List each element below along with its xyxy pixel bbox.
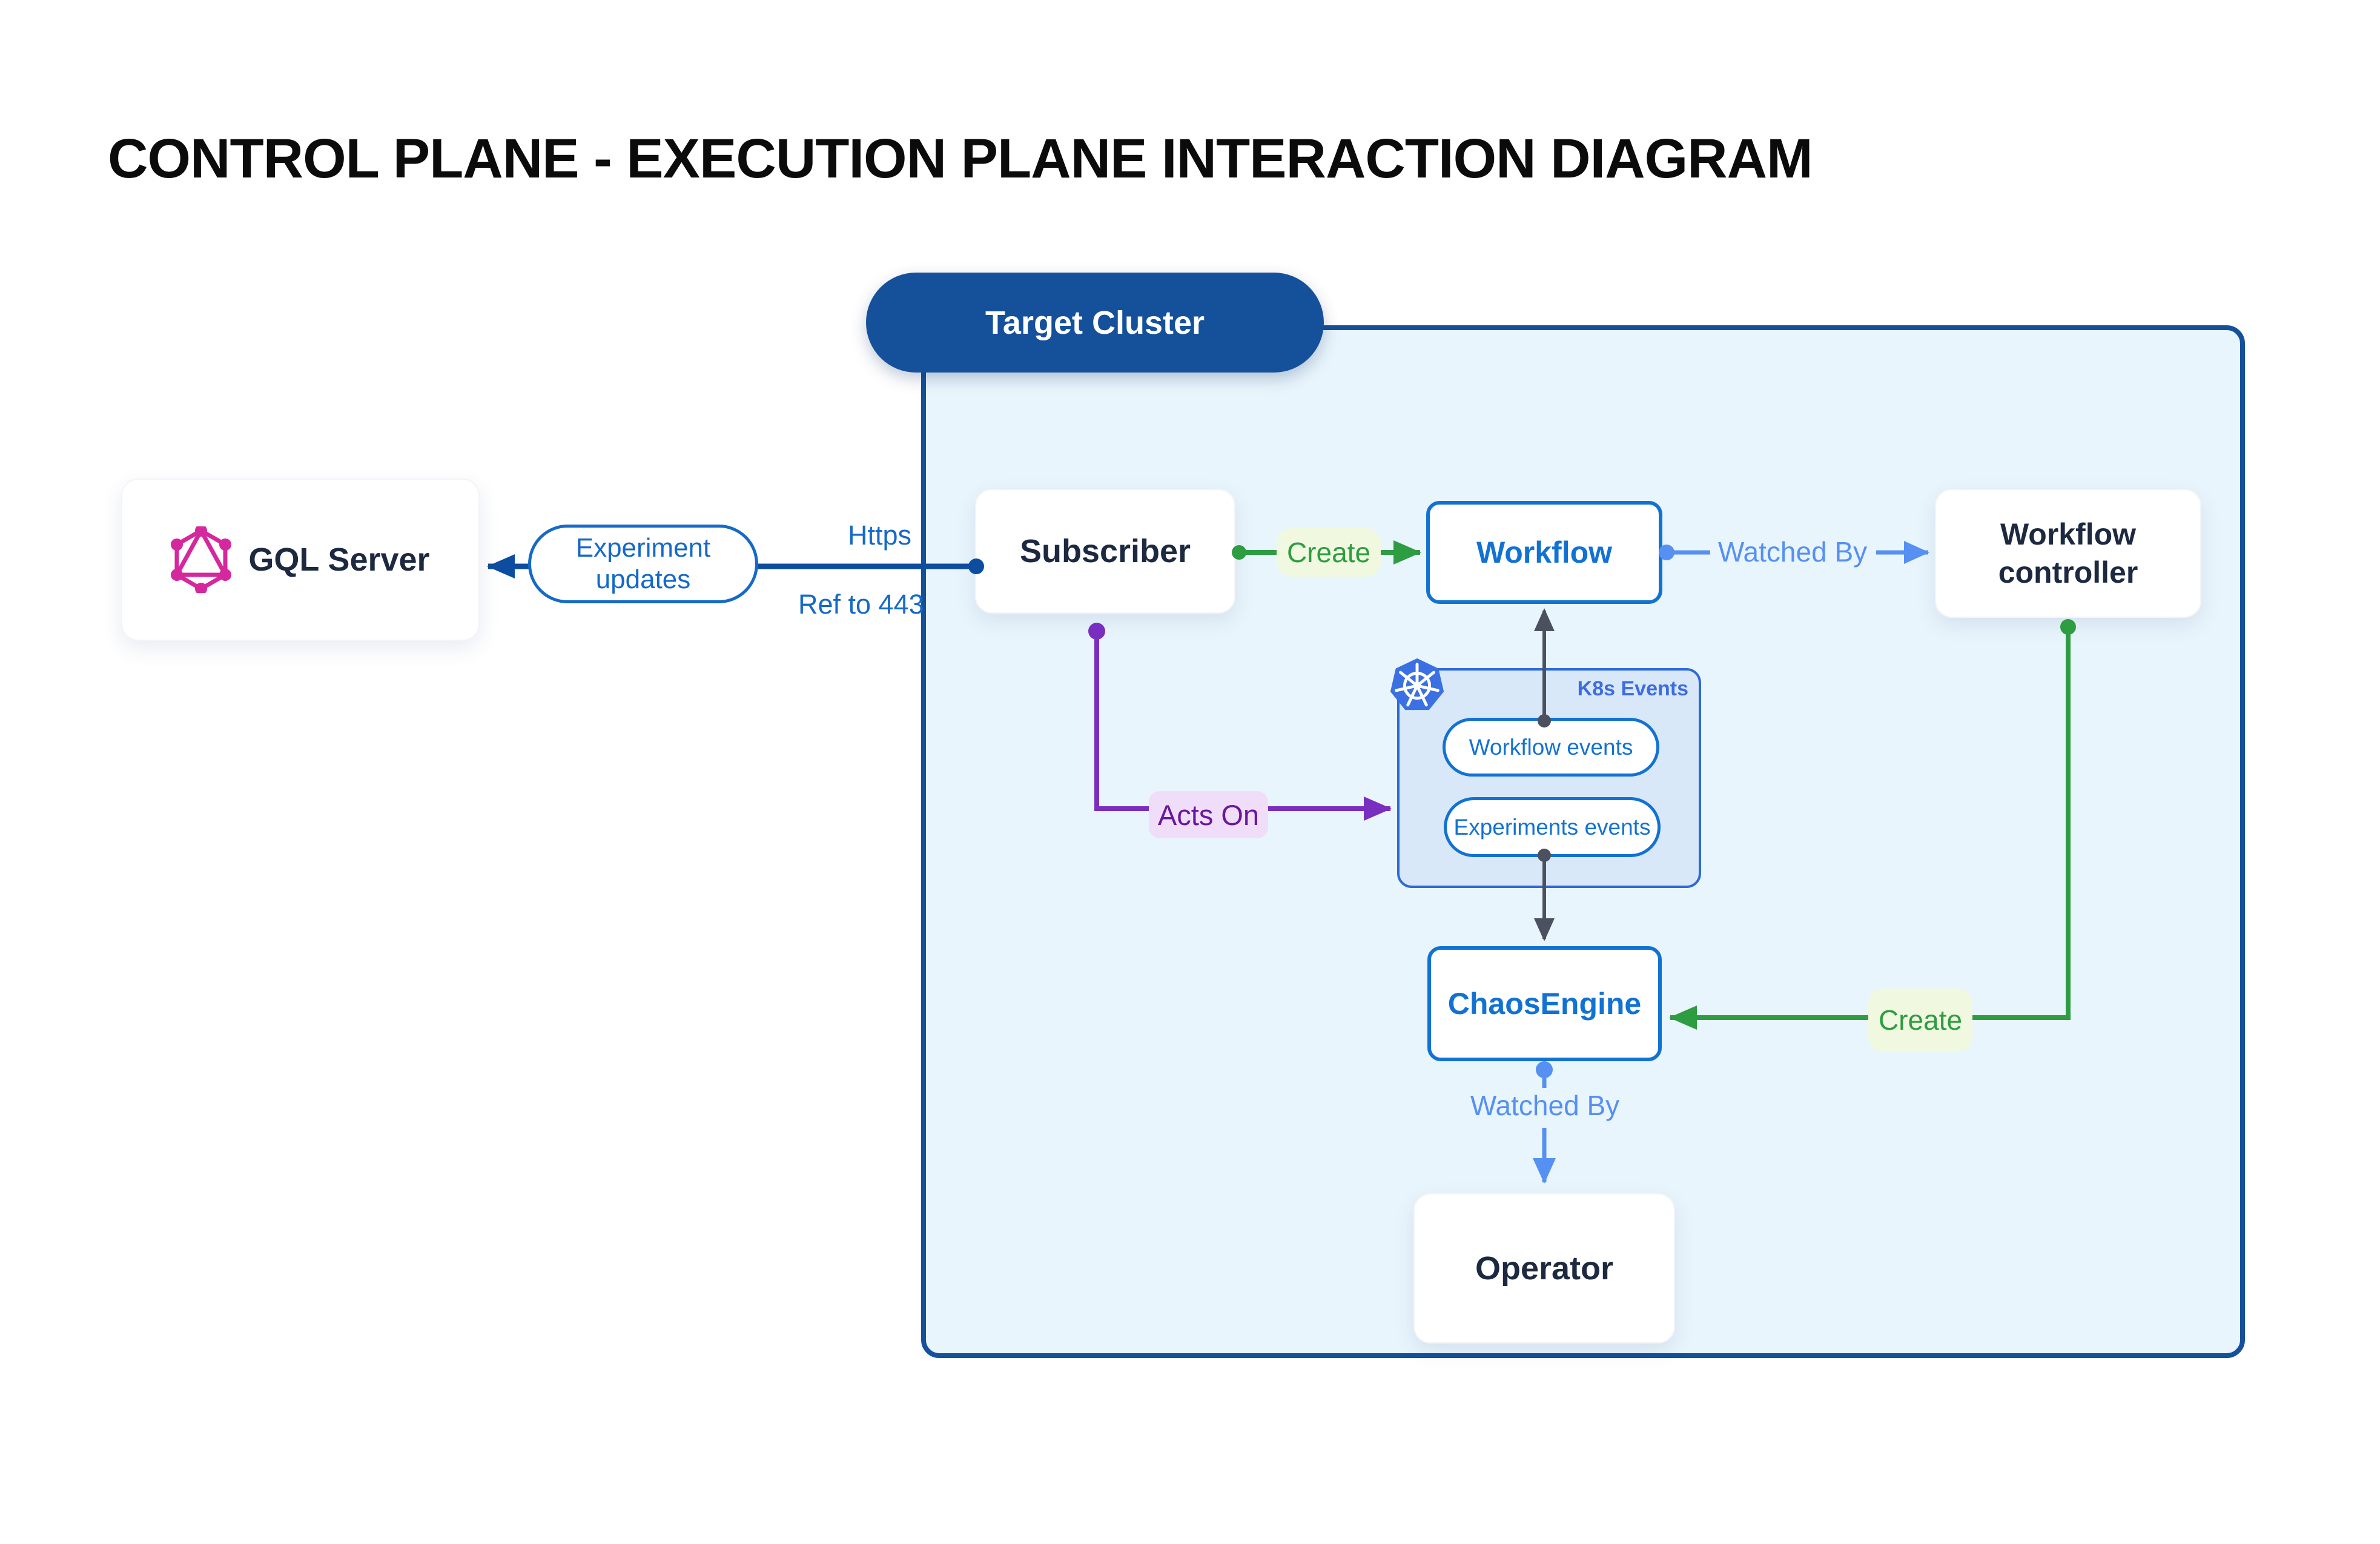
chaosengine-label: ChaosEngine bbox=[1447, 987, 1642, 1021]
experiment-updates-text: Experiment updates bbox=[575, 533, 711, 594]
kubernetes-icon bbox=[1390, 658, 1444, 711]
page-title: CONTROL PLANE - EXECUTION PLANE INTERACT… bbox=[108, 128, 1813, 190]
node-gql-server: GQL Server bbox=[121, 479, 480, 641]
workflow-events-text: Workflow events bbox=[1469, 734, 1633, 760]
node-workflow: Workflow bbox=[1426, 501, 1662, 604]
operator-label: Operator bbox=[1475, 1250, 1614, 1287]
workflow-label: Workflow bbox=[1476, 535, 1613, 569]
edge-label-create-chaosengine: Create bbox=[1868, 989, 1972, 1052]
create-chaos-text: Create bbox=[1878, 1004, 1963, 1036]
edge-label-watched-by-operator: Watched By bbox=[1470, 1090, 1620, 1121]
graphql-icon bbox=[171, 526, 232, 593]
edge-label-ref-443: Ref to 443 bbox=[798, 589, 924, 620]
edge-label-experiment-updates: Experiment updates bbox=[528, 525, 758, 603]
node-subscriber: Subscriber bbox=[975, 489, 1235, 614]
subscriber-label: Subscriber bbox=[1019, 533, 1191, 569]
target-cluster-badge: Target Cluster bbox=[866, 273, 1324, 373]
node-operator: Operator bbox=[1413, 1193, 1675, 1344]
workflow-controller-label: Workflow controller bbox=[1998, 517, 2138, 589]
edge-label-create-workflow: Create bbox=[1277, 528, 1381, 577]
gql-server-label: GQL Server bbox=[248, 542, 430, 578]
node-chaosengine: ChaosEngine bbox=[1427, 946, 1662, 1061]
edge-label-https: Https bbox=[847, 520, 911, 551]
node-workflow-controller: Workflow controller bbox=[1935, 489, 2201, 618]
edge-label-acts-on: Acts On bbox=[1149, 791, 1268, 838]
pill-workflow-events: Workflow events bbox=[1443, 718, 1659, 777]
target-cluster-label: Target Cluster bbox=[985, 304, 1205, 341]
k8s-events-label: K8s Events bbox=[1577, 677, 1688, 700]
acts-on-text: Acts On bbox=[1157, 798, 1260, 831]
create-workflow-text: Create bbox=[1286, 537, 1371, 568]
experiments-events-text: Experiments events bbox=[1453, 814, 1651, 840]
edge-label-watched-by-workflow: Watched By bbox=[1717, 536, 1868, 568]
pill-experiments-events: Experiments events bbox=[1444, 797, 1661, 857]
